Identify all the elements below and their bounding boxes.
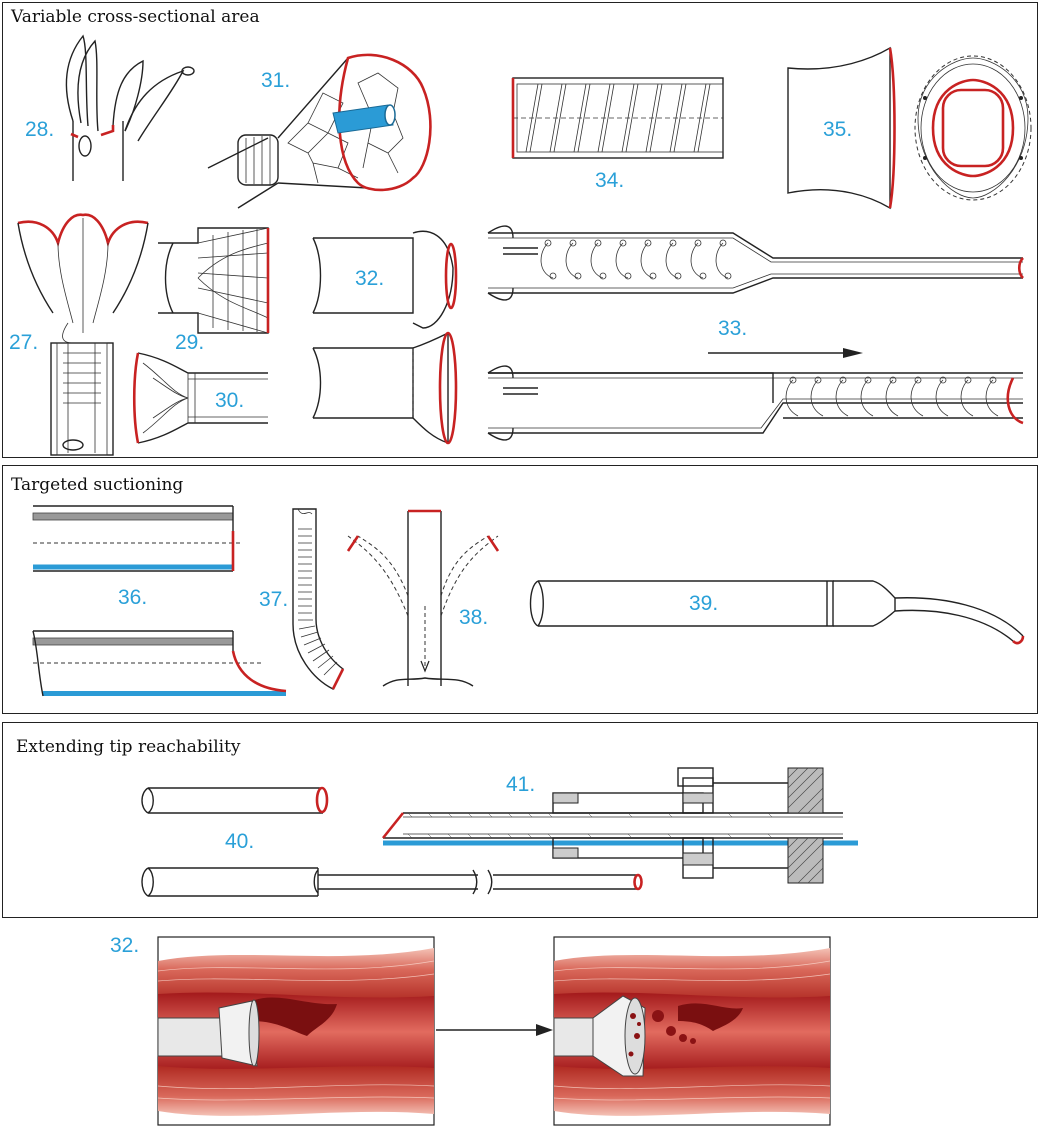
- panel-targeted-suctioning: Targeted suctioning 36. 37.: [2, 465, 1038, 714]
- figure-label-38: 38.: [459, 606, 489, 629]
- figure-label-27: 27.: [9, 331, 39, 354]
- figure-40-telescoping-tube: [141, 786, 643, 897]
- figure-28-flared-jaws: [65, 34, 195, 181]
- vessel-before-illustration: [157, 936, 435, 1126]
- arrow-right-icon: [843, 348, 863, 358]
- arrow-right-icon: [436, 1024, 553, 1036]
- figure-label-35: 35.: [823, 118, 853, 141]
- figure-label-36: 36.: [118, 586, 148, 609]
- figure-38-branching-tip: [346, 509, 500, 687]
- figure-label-30: 30.: [215, 389, 245, 412]
- figure-label-32: 32.: [355, 267, 385, 290]
- figure-34-coiled-tube: [511, 77, 724, 159]
- vessel-after-illustration: [553, 936, 831, 1126]
- figure-33-telescoping-coil: [483, 225, 1033, 441]
- figure-label-31: 31.: [261, 69, 291, 92]
- panel-title: Extending tip reachability: [16, 737, 241, 757]
- panel-extending-reachability: Extending tip reachability 40.: [2, 722, 1038, 918]
- figure-27-tulip-tip: [17, 213, 149, 456]
- figure-36-side-port-tube: [32, 505, 287, 697]
- figure-label-37: 37.: [259, 588, 289, 611]
- figure-29-grid-funnel: [158, 227, 270, 334]
- panel-title: Variable cross-sectional area: [11, 7, 260, 27]
- figure-label-41: 41.: [506, 773, 536, 796]
- figure-label-39: 39.: [689, 592, 719, 615]
- figure-37-curved-ribbed-tip: [292, 508, 345, 690]
- figure-41-sheathed-cannula: [381, 767, 858, 884]
- figure-label-33: 33.: [718, 317, 748, 340]
- figure-35-bell-funnel: [787, 46, 1032, 210]
- figure-label-34: 34.: [595, 169, 625, 192]
- figure-label-32-vessel: 32.: [110, 934, 140, 957]
- figure-39-catheter-tail: [529, 580, 1025, 645]
- figure-32-cup-tip: [312, 230, 458, 445]
- figure-label-40: 40.: [225, 830, 255, 853]
- panel-title: Targeted suctioning: [11, 475, 184, 495]
- panel-variable-cross-section: Variable cross-sectional area 28. 31.: [2, 2, 1038, 458]
- figure-label-28: 28.: [25, 118, 55, 141]
- figure-label-29: 29.: [175, 331, 205, 354]
- figure-31-mesh-funnel: [207, 53, 432, 209]
- figure-30-flower-funnel: [132, 352, 268, 444]
